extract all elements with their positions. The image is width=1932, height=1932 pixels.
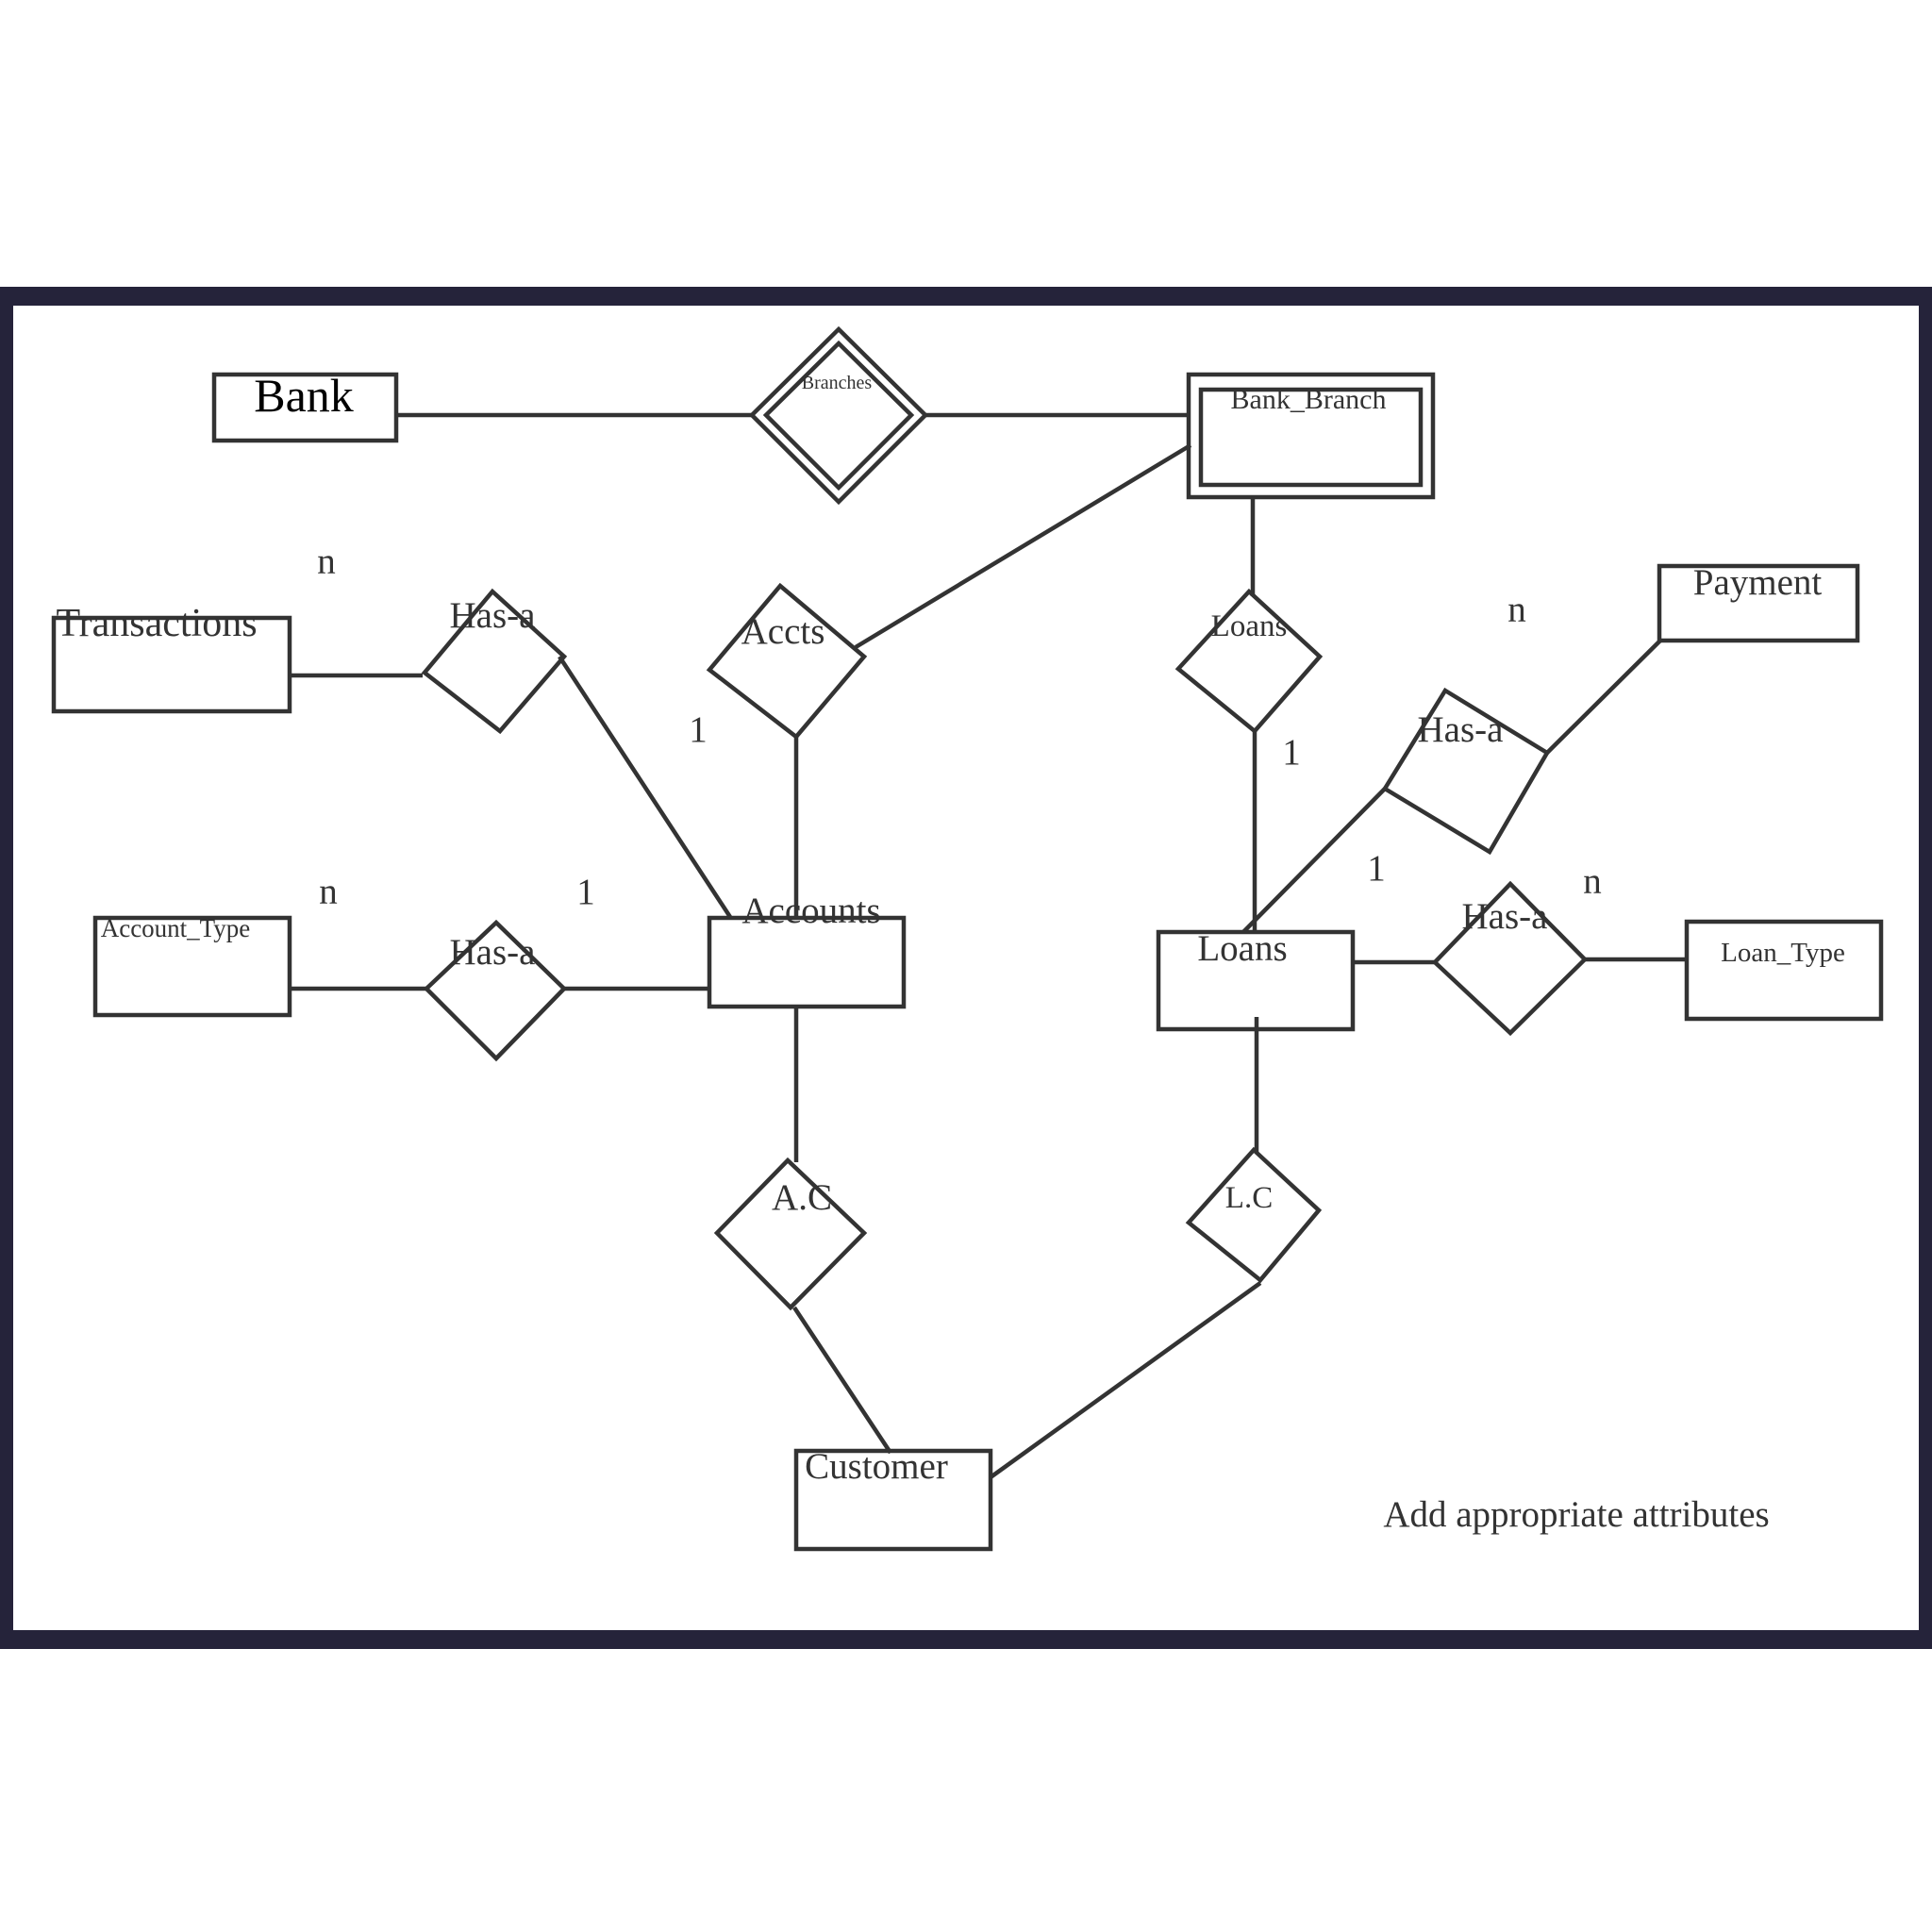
edge-lc-customer [989, 1281, 1262, 1479]
entity-loans [1156, 929, 1356, 1032]
edge-loans-has-a-payment [1241, 787, 1387, 934]
relationship-branches-inner [762, 340, 915, 491]
relationship-has-a-loan-type [1431, 880, 1589, 1037]
cardinality-payment: n [1507, 590, 1526, 630]
relationship-accts [706, 582, 868, 741]
diagram-frame [0, 287, 1932, 1649]
entity-bank-branch-label: Bank_Branch [1231, 384, 1387, 415]
relationship-lc [1185, 1146, 1323, 1284]
relationship-has-a-account-type-label: Has-a [450, 932, 536, 973]
entity-loans-label: Loans [1197, 928, 1287, 969]
relationship-lc-label: L.C [1225, 1181, 1273, 1215]
entity-payment-label: Payment [1693, 562, 1823, 603]
cardinality-loans-rel: 1 [1282, 732, 1301, 773]
cardinality-accounts-has-a: 1 [576, 872, 595, 912]
diagram-note: Add appropriate attributes [1383, 1494, 1769, 1535]
edge-bank-branch-accts [854, 443, 1192, 649]
relationship-ac-label: A.C [772, 1177, 832, 1218]
relationship-loans [1174, 588, 1324, 735]
relationship-has-a-transactions-label: Has-a [450, 595, 536, 636]
entity-payment [1657, 563, 1860, 643]
entity-customer-label: Customer [805, 1446, 948, 1487]
entity-customer [793, 1448, 993, 1552]
cardinality-transactions: n [317, 541, 336, 582]
relationship-loans-label: Loans [1211, 609, 1288, 643]
relationship-accts-label: Accts [741, 611, 825, 652]
edge-has-a-accounts [558, 655, 732, 919]
relationship-has-a-loan-type-label: Has-a [1462, 896, 1548, 937]
cardinality-account-type: n [319, 872, 338, 912]
cardinality-loan-type: n [1583, 861, 1602, 902]
entity-accounts-label: Accounts [741, 891, 880, 931]
edge-has-a-payment [1545, 639, 1662, 755]
edges [291, 412, 1687, 1479]
entity-bank-branch-inner [1198, 387, 1424, 488]
entity-transactions [51, 615, 292, 714]
entity-loan-type-label: Loan_Type [1721, 938, 1845, 968]
relationship-has-a-payment [1381, 687, 1551, 856]
entity-transactions-label: Transactions [56, 602, 257, 645]
relationship-ac [713, 1157, 868, 1311]
entity-bank [211, 372, 399, 443]
entity-loan-type [1684, 919, 1884, 1022]
entity-bank-branch-outer [1186, 372, 1436, 500]
cardinality-loans-has-a: 1 [1367, 848, 1386, 889]
relationship-branches-label: Branches [802, 373, 873, 393]
entity-account-type [92, 915, 292, 1018]
relationship-has-a-transactions [421, 588, 568, 735]
entity-account-type-label: Account_Type [101, 914, 251, 942]
edge-ac-customer [792, 1306, 892, 1455]
cardinality-accts-accounts: 1 [689, 709, 708, 750]
entity-bank-label: Bank [254, 369, 354, 422]
relationship-has-a-account-type [423, 919, 568, 1062]
relationship-branches-outer [748, 325, 929, 506]
relationship-has-a-payment-label: Has-a [1418, 709, 1504, 750]
entity-accounts [707, 915, 907, 1009]
